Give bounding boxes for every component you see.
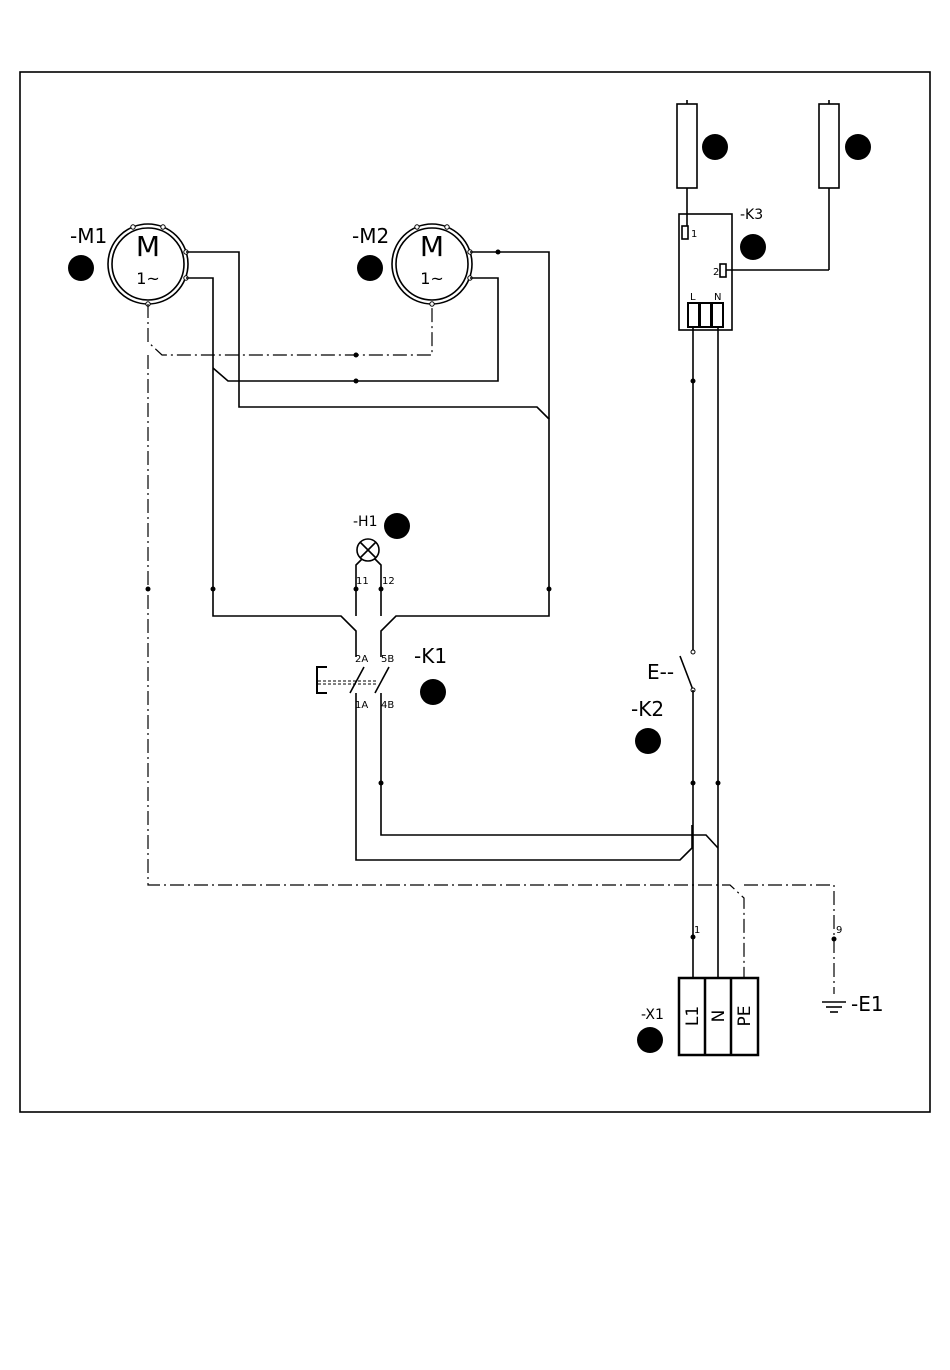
motor-m1-label: -M1 xyxy=(70,224,107,248)
motor-m2-symbol: M xyxy=(420,230,444,263)
wire-m1-m2 xyxy=(213,278,498,381)
k3-pin-1: 1 xyxy=(691,229,697,240)
k3-pin-n: N xyxy=(714,292,721,303)
callout-dot-k3 xyxy=(740,234,766,260)
h1-pin-11: 11 xyxy=(356,576,369,587)
callout-dot-heater-right xyxy=(845,134,871,160)
motor-m1-phase: 1~ xyxy=(136,269,160,288)
callout-dot-m2 xyxy=(357,255,383,281)
callout-dot-heater-left xyxy=(702,134,728,160)
x1-terminal-l1: L1 xyxy=(683,1006,703,1026)
callout-dot-m1 xyxy=(68,255,94,281)
wire-m1-main xyxy=(186,278,356,657)
h1-label: -H1 xyxy=(353,514,378,530)
motor-m1-symbol: M xyxy=(136,230,160,263)
motor-m1: M 1~ xyxy=(108,224,188,306)
wire-m2-top xyxy=(470,252,549,419)
k1-pin-5b: 5B xyxy=(381,654,394,665)
k2-label: -K2 xyxy=(631,697,664,721)
x1-terminal-pe: PE xyxy=(735,1006,755,1027)
callout-dot-k1 xyxy=(420,679,446,705)
junction-dots xyxy=(146,250,837,942)
k3-pin-l: L xyxy=(690,292,696,303)
switch-k2 xyxy=(680,650,695,978)
x1-label: -X1 xyxy=(641,1007,664,1023)
k3-label: -K3 xyxy=(740,207,763,223)
k2-prefix: E-- xyxy=(647,660,674,684)
earth-e1 xyxy=(822,1002,846,1012)
e1-label: -E1 xyxy=(851,992,884,1016)
heating-element-left xyxy=(677,100,697,226)
controller-k3 xyxy=(679,214,732,330)
wire-m1-loop xyxy=(186,252,549,657)
x1-terminal-n: N xyxy=(709,1010,729,1023)
k1-pin-2a: 2A xyxy=(355,654,368,665)
callout-dot-x1 xyxy=(637,1027,663,1053)
motor-m2-label: -M2 xyxy=(352,224,389,248)
e1-pin-9: 9 xyxy=(836,925,842,936)
motor-m2-phase: 1~ xyxy=(420,269,444,288)
x1-pin-1: 1 xyxy=(694,925,700,936)
k1-pin-4b: 4B xyxy=(381,700,394,711)
callout-dot-k2 xyxy=(635,728,661,754)
h1-pin-12: 12 xyxy=(382,576,395,587)
pe-link-m1-m2 xyxy=(148,304,432,355)
k1-pin-1a: 1A xyxy=(355,700,368,711)
motor-m2: M 1~ xyxy=(392,224,472,306)
k3-pin-2: 2 xyxy=(713,267,719,278)
callout-dot-h1 xyxy=(384,513,410,539)
diagram-frame xyxy=(20,72,930,1112)
switch-k1 xyxy=(317,667,718,860)
k1-label: -K1 xyxy=(414,644,447,668)
